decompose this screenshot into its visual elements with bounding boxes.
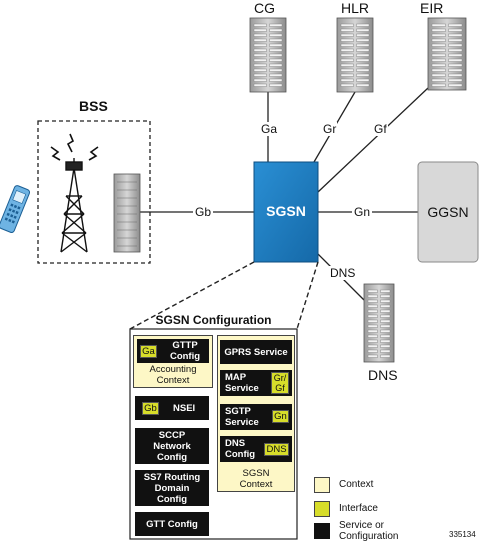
cg-server-icon — [249, 17, 287, 93]
sgsn-context-label: SGSN Context — [239, 468, 273, 490]
map-service-label: MAP Service — [225, 372, 259, 394]
legend-context-label: Context — [339, 479, 374, 490]
gb-interface-label: Gb — [193, 205, 214, 219]
eir-label: EIR — [420, 0, 444, 16]
gn-interface-label: Gn — [352, 205, 373, 219]
map-service-box: MAP Service Gr/ Gf — [220, 370, 292, 396]
accounting-context-label: Accounting Context — [149, 364, 197, 386]
gprs-service-box: GPRS Service — [220, 340, 292, 364]
gr-gf-tag: Gr/ Gf — [271, 372, 289, 394]
nsei-box: Gb NSEI — [135, 396, 209, 420]
legend-service-label: Service or Configuration — [339, 520, 399, 542]
legend-context-swatch — [314, 477, 330, 493]
hlr-server-icon — [336, 17, 374, 93]
figure-id: 335134 — [449, 530, 476, 539]
zoom-lines — [129, 261, 319, 330]
dns-tag: DNS — [264, 443, 289, 456]
sgsn-label: SGSN — [266, 203, 306, 219]
gn-tag: Gn — [272, 410, 289, 423]
ga-tag: Ga — [140, 345, 157, 358]
gr-interface-label: Gr — [322, 122, 338, 136]
dns-server-icon — [363, 283, 395, 363]
ggsn-box — [417, 161, 479, 263]
cg-label: CG — [254, 0, 275, 16]
link-sgsn-eir — [317, 87, 429, 193]
bss-box — [37, 120, 151, 264]
ga-interface-label: Ga — [260, 122, 279, 136]
dns-node-label: DNS — [368, 367, 398, 383]
sgsn-box — [253, 161, 319, 263]
gttp-config-label: GTTP Config — [169, 340, 201, 362]
bss-label: BSS — [79, 98, 108, 114]
gb-tag: Gb — [142, 402, 159, 415]
dns-interface-label: DNS — [329, 266, 357, 280]
ggsn-label: GGSN — [427, 204, 469, 220]
legend-service-swatch — [314, 523, 330, 539]
tower-icon — [50, 133, 99, 253]
hlr-label: HLR — [341, 0, 370, 16]
config-title: SGSN Configuration — [155, 313, 272, 327]
gttp-config-box: Ga GTTP Config — [137, 339, 209, 363]
gf-interface-label: Gf — [373, 122, 388, 136]
bts-server-icon — [113, 173, 141, 253]
dns-config-label: DNS Config — [225, 438, 256, 460]
nsei-label: NSEI — [173, 403, 196, 414]
ss7-config-box: SS7 Routing Domain Config — [135, 470, 209, 506]
sgtp-service-box: SGTP Service Gn — [220, 404, 292, 430]
mobile-phone-icon — [0, 185, 31, 233]
gtt-config-box: GTT Config — [135, 512, 209, 536]
sgtp-service-label: SGTP Service — [225, 406, 259, 428]
eir-server-icon — [427, 17, 467, 91]
legend-interface-swatch — [314, 501, 330, 517]
dns-config-box: DNS Config DNS — [220, 436, 292, 462]
legend-interface-label: Interface — [339, 503, 378, 514]
sccp-config-box: SCCP Network Config — [135, 428, 209, 464]
